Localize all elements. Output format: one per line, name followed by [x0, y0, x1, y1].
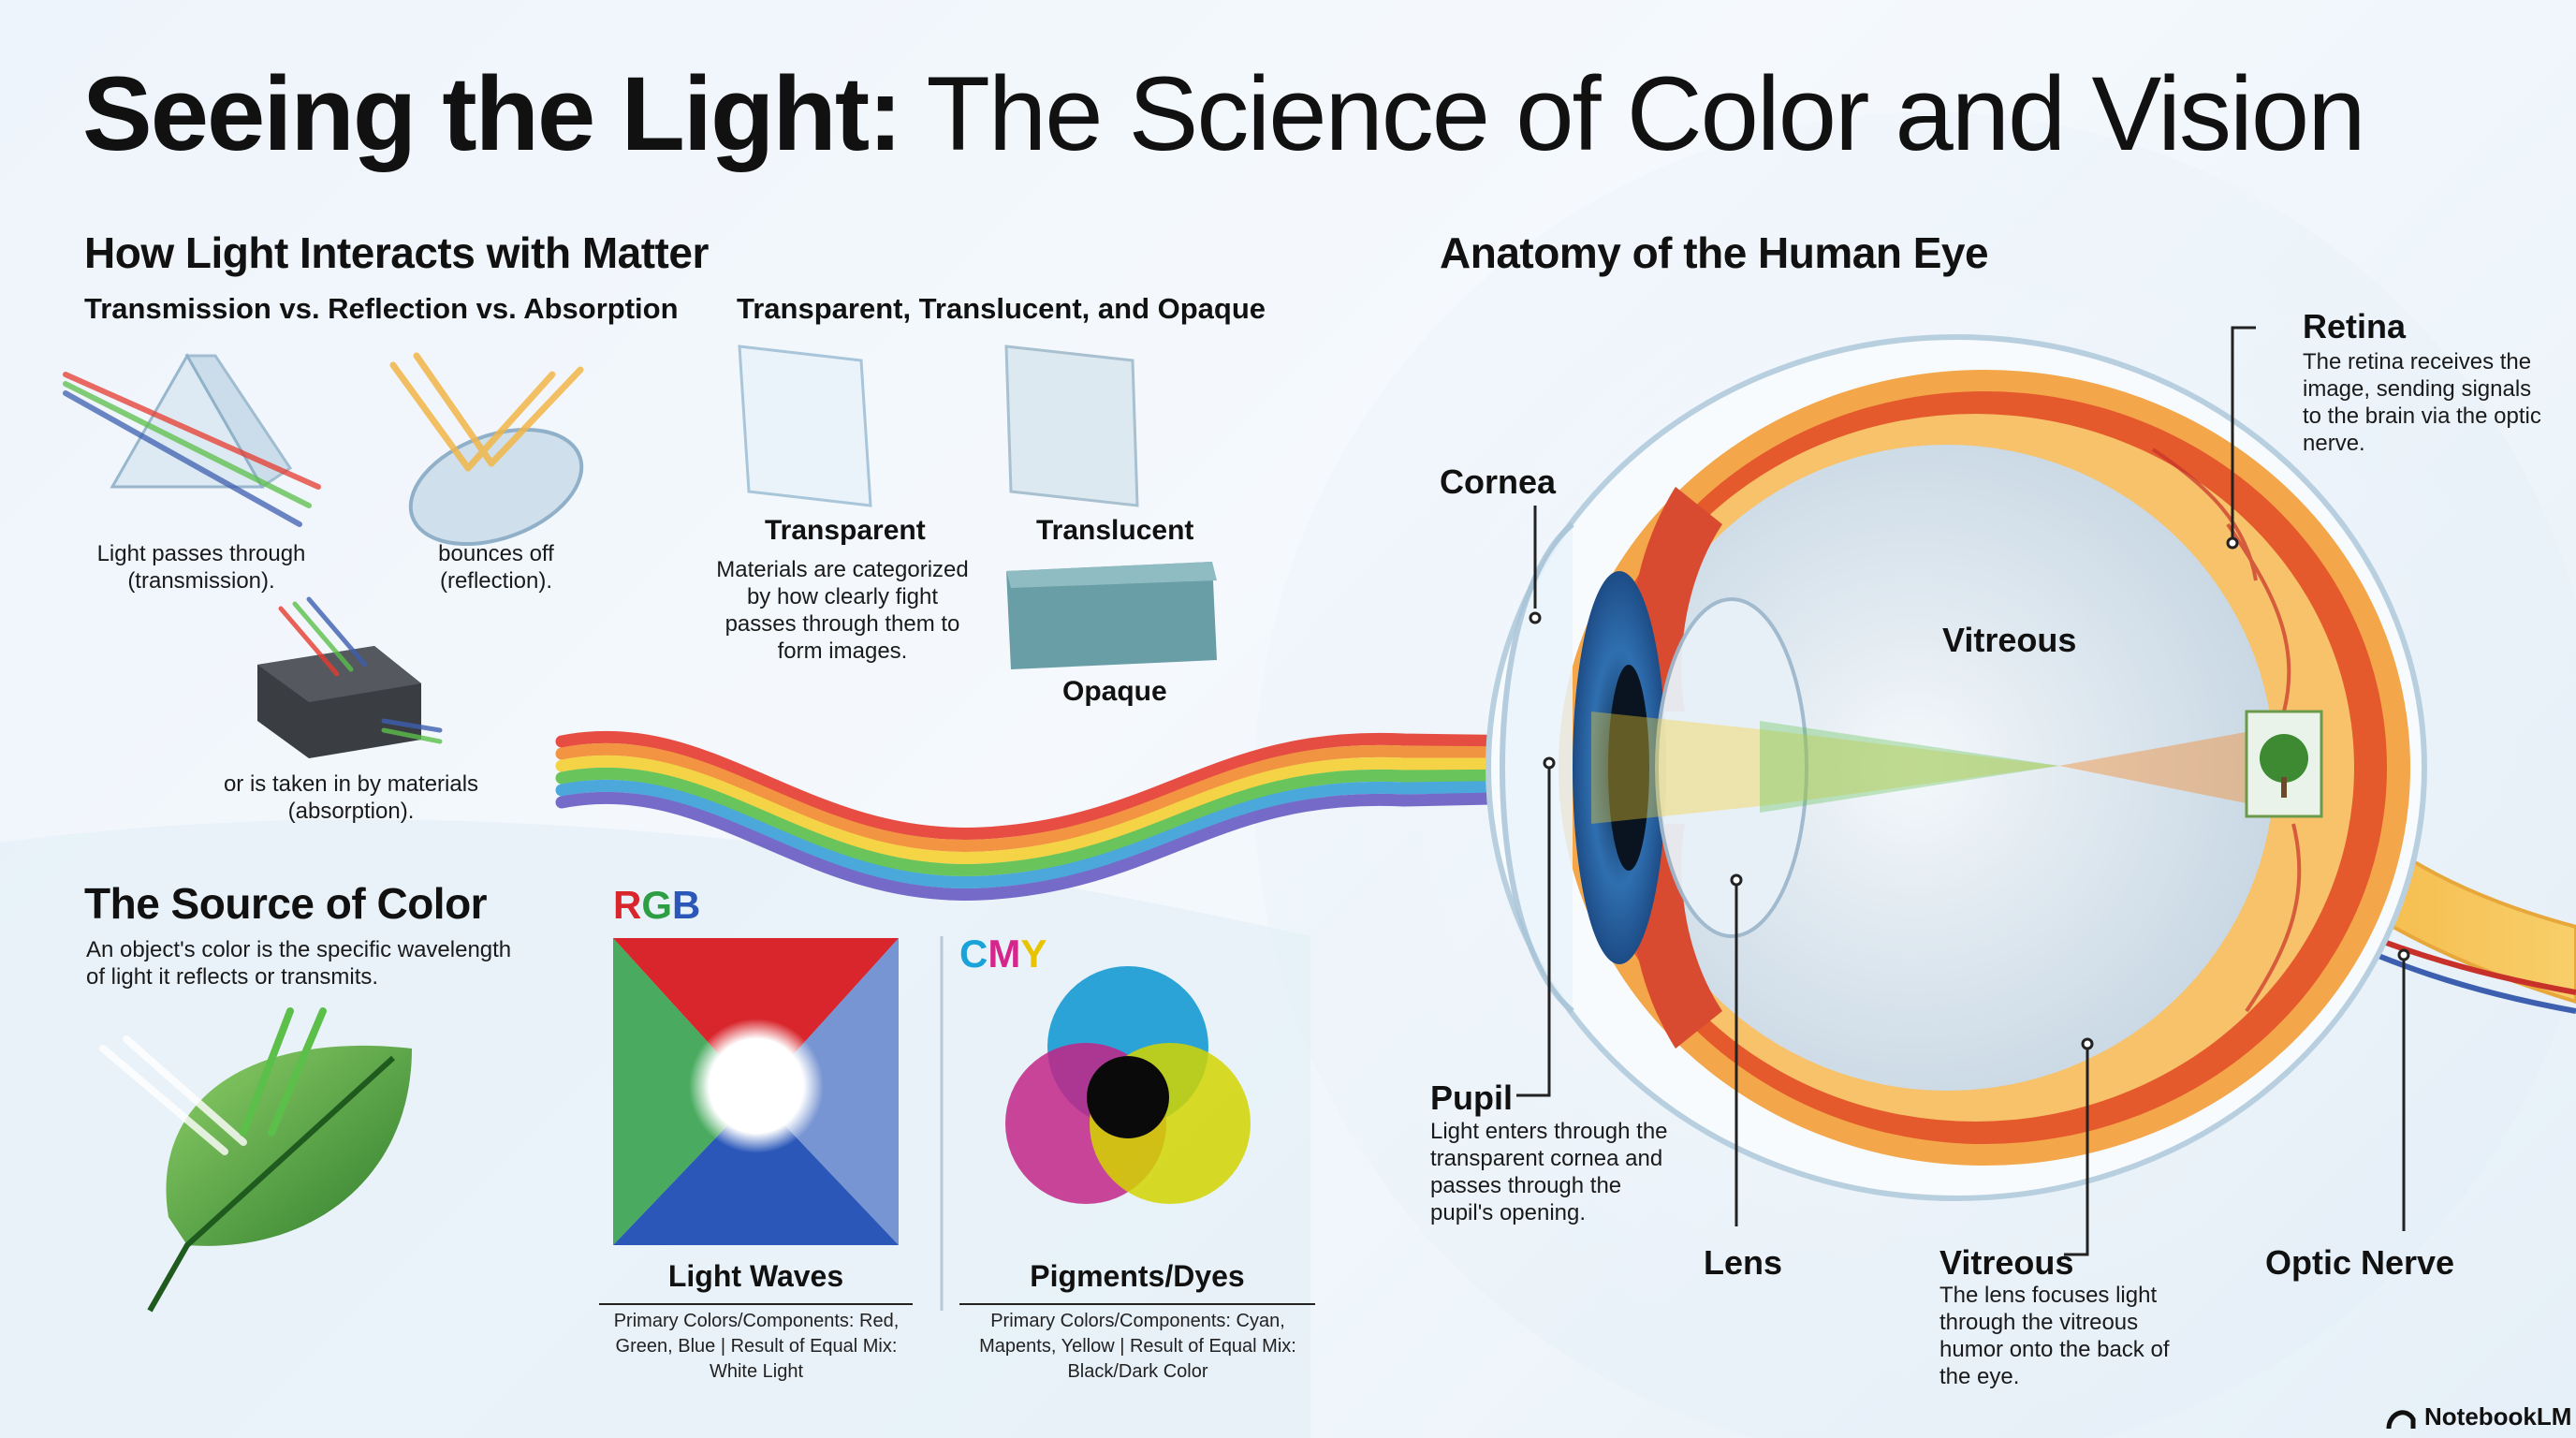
- eye-illustration: [1486, 334, 2576, 1201]
- mirror-illustration: [389, 352, 584, 547]
- interaction-sub-right: Transparent, Translucent, and Opaque: [737, 292, 1266, 325]
- retina-label: Retina: [2303, 307, 2407, 345]
- transparent-pane: [738, 345, 872, 507]
- opaque-block: [1006, 562, 1217, 669]
- cmy-label: CMY: [959, 932, 1046, 976]
- reflection-caption: bounces off (reflection).: [438, 541, 554, 594]
- cornea-label: Cornea: [1440, 462, 1557, 501]
- retina-image: [2245, 710, 2323, 818]
- pupil-desc: Light enters through the transparent cor…: [1430, 1119, 1668, 1225]
- leaf-illustration: [99, 1007, 412, 1313]
- cmy-letter-m: M: [988, 932, 1021, 976]
- source-desc: An object's color is the specific wavele…: [86, 937, 512, 990]
- pupil-label: Pupil: [1430, 1078, 1513, 1117]
- vitreous-label: Vitreous: [1939, 1243, 2074, 1282]
- interaction-heading: How Light Interacts with Matter: [84, 228, 709, 277]
- rainbow-wave: [555, 730, 2066, 901]
- light-waves-label: Light Waves: [667, 1259, 844, 1293]
- cmy-diagram: [1005, 966, 1251, 1204]
- rgb-letter-g: G: [641, 883, 673, 927]
- title-rest: The Science of Color and Vision: [900, 55, 2366, 172]
- vitreous-center-label: Vitreous: [1942, 621, 2077, 659]
- transparent-desc: Materials are categorized by how clearly…: [716, 557, 969, 664]
- retina-desc: The retina receives the image, sending s…: [2303, 349, 2541, 456]
- translucent-label: Translucent: [1036, 515, 1194, 546]
- brand-label: NotebookLM: [2424, 1402, 2572, 1431]
- opaque-label: Opaque: [1062, 676, 1167, 707]
- optic-nerve-label: Optic Nerve: [2265, 1243, 2455, 1282]
- rgb-label: RGB: [613, 883, 700, 928]
- pigments-label: Pigments/Dyes: [1030, 1259, 1245, 1293]
- cmy-letter-c: C: [959, 932, 988, 976]
- sponge-illustration: [257, 596, 443, 758]
- prism-illustration: [63, 352, 321, 527]
- rgb-letter-b: B: [672, 883, 701, 927]
- transmission-caption: Light passes through (transmission).: [96, 541, 306, 594]
- absorption-caption: or is taken in by materials (absorption)…: [223, 771, 479, 824]
- cmy-letter-y: Y: [1020, 932, 1047, 976]
- transparent-label: Transparent: [765, 515, 926, 546]
- eye-heading: Anatomy of the Human Eye: [1440, 228, 1989, 277]
- leader-lines: [1516, 326, 2410, 1256]
- translucent-pane: [1004, 345, 1139, 507]
- vitreous-desc: The lens focuses light through the vitre…: [1939, 1283, 2170, 1389]
- source-heading: The Source of Color: [84, 879, 488, 928]
- rgb-diagram: [613, 938, 899, 1245]
- page-title: Seeing the Light: The Science of Color a…: [82, 62, 2365, 167]
- pigments-desc: Primary Colors/Components: Cyan, Mapents…: [979, 1311, 1296, 1382]
- interaction-sub-left: Transmission vs. Reflection vs. Absorpti…: [84, 292, 679, 325]
- rgb-letter-r: R: [613, 883, 642, 927]
- notebooklm-icon: [2386, 1410, 2416, 1430]
- lens-label: Lens: [1704, 1243, 1783, 1282]
- light-waves-desc: Primary Colors/Components: Red, Green, B…: [613, 1311, 900, 1382]
- title-bold: Seeing the Light:: [82, 55, 902, 172]
